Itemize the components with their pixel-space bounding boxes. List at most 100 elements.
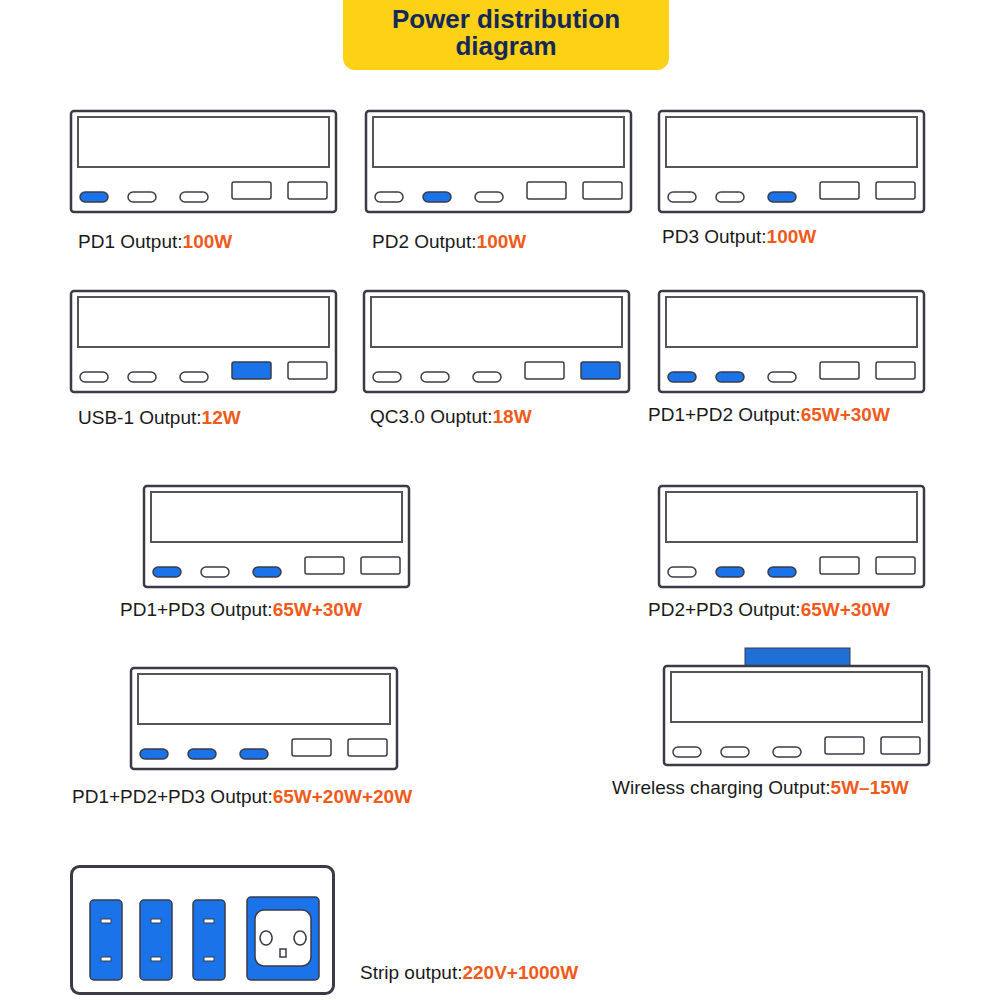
usb-c-port (668, 372, 696, 382)
usb-c-port (80, 192, 108, 202)
figure (70, 110, 337, 213)
figure (70, 290, 337, 393)
usb-a-port (348, 739, 387, 756)
usb-c-port (373, 372, 401, 382)
usb-c-port (80, 372, 108, 382)
figure (658, 110, 925, 213)
usb-c-port (773, 747, 801, 757)
usb-c-port (201, 567, 229, 577)
strip-body (72, 867, 334, 994)
usb-a-port (232, 182, 271, 199)
outlet (90, 900, 122, 980)
figure (70, 865, 335, 995)
usb-c-port (180, 372, 208, 382)
usb-a-port (820, 182, 859, 199)
display-panel (151, 492, 402, 542)
usb-a-port (876, 362, 915, 379)
output-label: QC3.0 Ouptut:18W (370, 405, 532, 429)
device-body (71, 291, 336, 392)
usb-c-port (721, 747, 749, 757)
usb-c-port (668, 192, 696, 202)
charger-figure: PD2+PD3 Output:65W+30W (658, 485, 925, 588)
display-panel (138, 674, 390, 724)
title-tab: Power distribution diagram (343, 0, 669, 70)
display-panel (671, 672, 922, 722)
usb-a-port (583, 182, 622, 199)
usb-c-port (153, 567, 181, 577)
usb-c-port (128, 372, 156, 382)
usb-a-port (527, 182, 566, 199)
usb-c-port (375, 192, 403, 202)
usb-c-port (421, 372, 449, 382)
usb-c-port (768, 192, 796, 202)
usb-c-port (140, 749, 168, 759)
power-value: 100W (767, 226, 817, 247)
port-name: Wireless charging Output: (612, 777, 831, 798)
figure (130, 667, 398, 770)
power-value: 5W–15W (831, 777, 909, 798)
device-body (131, 668, 397, 769)
charger-figure: PD1 Output:100W (70, 110, 337, 213)
power-value: 65W+30W (801, 404, 890, 425)
output-label: PD1 Output:100W (78, 230, 232, 254)
usb-c-port (716, 372, 744, 382)
output-label: Strip output:220V+1000W (360, 961, 578, 985)
device-body (366, 111, 631, 212)
usb-c-port (180, 192, 208, 202)
port-name: PD2+PD3 Output: (648, 599, 801, 620)
power-value: 65W+20W+20W (273, 786, 412, 807)
charger-figure: USB-1 Output:12W (70, 290, 337, 393)
power-value: 18W (493, 406, 532, 427)
usb-a-port (288, 182, 327, 199)
usb-c-port (673, 747, 701, 757)
port-name: PD1+PD3 Output: (120, 599, 273, 620)
output-label: Wireless charging Output:5W–15W (612, 776, 909, 800)
power-value: 100W (183, 231, 233, 252)
device-body (659, 111, 924, 212)
usb-a-port (876, 557, 915, 574)
device-body (664, 666, 929, 765)
wireless-pad (745, 648, 850, 666)
output-label: PD2+PD3 Output:65W+30W (648, 598, 890, 622)
display-panel (666, 117, 917, 167)
charger-figure: PD1+PD3 Output:65W+30W (143, 485, 410, 588)
usb-a-port (825, 737, 864, 754)
usb-c-port (473, 372, 501, 382)
usb-a-port (305, 557, 344, 574)
usb-c-port (668, 567, 696, 577)
power-value: 65W+30W (273, 599, 362, 620)
output-label: PD1+PD3 Output:65W+30W (120, 598, 362, 622)
usb-c-port (716, 567, 744, 577)
port-name: USB-1 Output: (78, 407, 202, 428)
power-value: 100W (477, 231, 527, 252)
figure (663, 665, 930, 766)
usb-a-port (232, 362, 271, 379)
usb-c-port (423, 192, 451, 202)
usb-a-port (820, 362, 859, 379)
usb-c-port (768, 372, 796, 382)
usb-c-port (768, 567, 796, 577)
display-panel (78, 117, 329, 167)
port-name: PD1 Output: (78, 231, 183, 252)
usb-a-port (288, 362, 327, 379)
output-label: PD3 Output:100W (662, 225, 816, 249)
usb-c-port (253, 567, 281, 577)
usb-c-port (475, 192, 503, 202)
universal-outlet (247, 897, 319, 980)
power-strip: Strip output:220V+1000W (70, 865, 335, 995)
usb-c-port (716, 192, 744, 202)
figure (658, 290, 925, 393)
usb-a-port (525, 362, 564, 379)
usb-c-port (128, 192, 156, 202)
output-label: PD1+PD2+PD3 Output:65W+20W+20W (72, 785, 412, 809)
title-text: Power distribution diagram (361, 6, 651, 60)
charger-figure: PD3 Output:100W (658, 110, 925, 213)
output-label: USB-1 Output:12W (78, 406, 241, 430)
display-panel (666, 297, 917, 347)
usb-a-port (820, 557, 859, 574)
usb-c-port (188, 749, 216, 759)
outlet (140, 900, 172, 980)
output-label: PD2 Output:100W (372, 230, 526, 254)
power-value: 220V+1000W (462, 962, 578, 983)
port-name: Strip output: (360, 962, 462, 983)
